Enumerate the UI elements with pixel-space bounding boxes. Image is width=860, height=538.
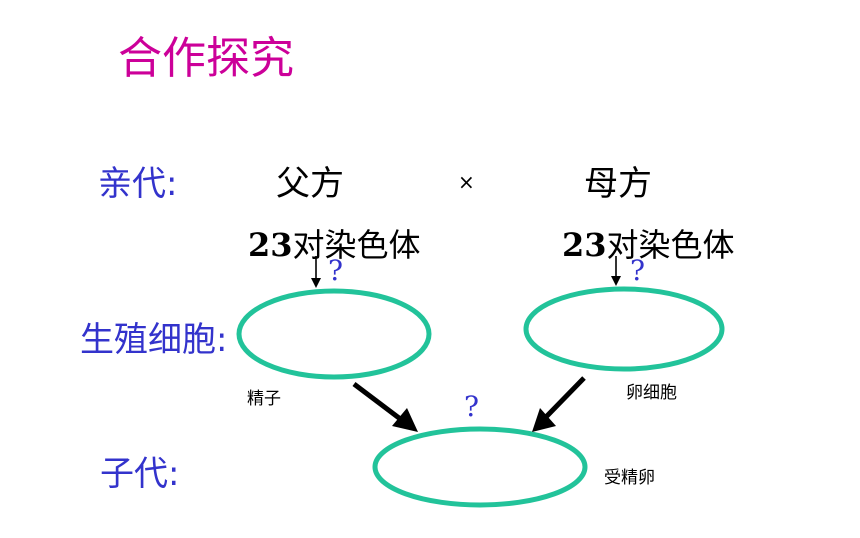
father-label: 父方 — [276, 164, 344, 204]
sperm-label: 精子 — [247, 389, 281, 409]
mother-chromosomes: 23对染色体 — [562, 220, 735, 266]
sperm-cell-ellipse — [236, 288, 432, 380]
label-gametes: 生殖细胞: — [80, 320, 228, 360]
arrow-down-father-head — [311, 278, 321, 288]
zygote-label: 受精卵 — [604, 468, 655, 488]
arrow-egg-to-zygote — [544, 376, 586, 419]
label-offspring: 子代: — [100, 454, 180, 494]
mother-chromosome-text: 对染色体 — [606, 226, 735, 264]
zygote-ellipse — [372, 426, 588, 508]
egg-cell-ellipse — [523, 286, 725, 372]
father-chromosome-count: 23 — [248, 226, 293, 264]
arrow-sperm-to-zygote-head — [392, 408, 418, 432]
question-mark-sperm: ? — [328, 254, 344, 287]
arrow-down-mother-head — [611, 276, 621, 286]
egg-label: 卵细胞 — [626, 383, 677, 403]
cross-symbol: × — [458, 170, 475, 194]
arrow-egg-to-zygote-head — [532, 408, 556, 432]
mother-label: 母方 — [584, 164, 652, 204]
question-mark-egg: ? — [630, 254, 646, 287]
label-parental: 亲代: — [98, 164, 178, 204]
question-mark-zygote: ? — [464, 390, 480, 423]
page-title: 合作探究 — [118, 33, 294, 84]
father-chromosome-text: 对染色体 — [292, 226, 421, 264]
mother-chromosome-count: 23 — [562, 226, 607, 264]
father-chromosomes: 23对染色体 — [248, 220, 421, 266]
arrow-sperm-to-zygote — [352, 382, 405, 423]
